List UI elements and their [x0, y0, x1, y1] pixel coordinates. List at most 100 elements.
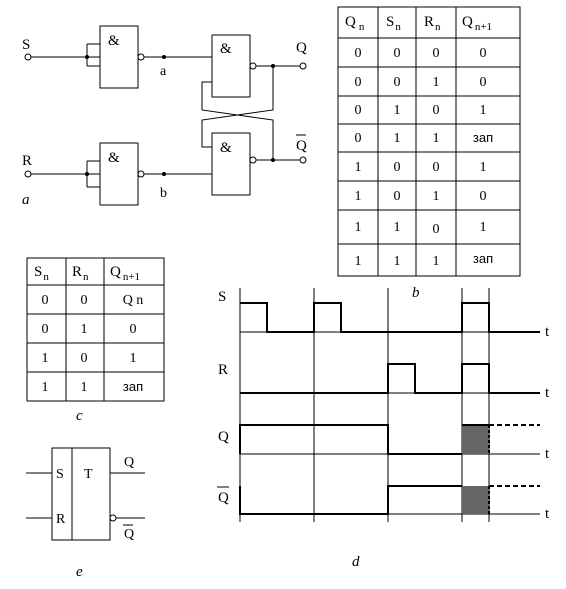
header-sn: Sn — [386, 14, 401, 33]
nand-gate-q — [211, 34, 251, 98]
table-cell: 0 — [394, 46, 401, 61]
table-cell: 0 — [394, 160, 401, 175]
gate-symbol: & — [220, 41, 232, 57]
table-cell: 1 — [394, 254, 401, 269]
time-axis-label: t — [545, 385, 550, 401]
waveform-s — [240, 302, 540, 333]
table-cell: 0 — [81, 351, 88, 366]
output-qbar-label: Q — [296, 138, 307, 154]
table-cell: 1 — [433, 189, 440, 204]
table-c-rows: 0 0 Q n 0 1 0 1 0 1 1 1 зап — [42, 293, 144, 395]
table-cell: 1 — [480, 103, 487, 118]
table-cell: 0 — [433, 222, 440, 237]
header-sn: Sn — [34, 264, 49, 283]
table-cell: 1 — [355, 189, 362, 204]
nand-gate-r — [99, 142, 139, 206]
table-cell: зап — [123, 379, 143, 394]
input-s-terminal — [24, 53, 32, 61]
rs-trigger-symbol: S R T Q Q e — [26, 447, 145, 580]
table-cell: Q n — [123, 293, 144, 308]
table-cell: 1 — [42, 380, 49, 395]
waveform-q — [239, 424, 462, 455]
table-cell: 0 — [42, 322, 49, 337]
table-cell: 1 — [394, 220, 401, 235]
symbol-r-label: R — [56, 512, 66, 527]
trigger-box — [51, 447, 111, 541]
table-cell: 0 — [355, 46, 362, 61]
table-cell: 0 — [480, 75, 487, 90]
feedback-qbar — [201, 81, 274, 160]
table-cell: 1 — [394, 131, 401, 146]
output-qbar-terminal — [299, 156, 307, 164]
output-q-terminal — [299, 62, 307, 70]
panel-e-label: e — [76, 564, 83, 580]
table-cell: 0 — [355, 75, 362, 90]
input-s-label: S — [22, 37, 30, 53]
input-r-terminal — [24, 170, 32, 178]
timing-diagram: S R Q Q t t t t d — [217, 288, 550, 570]
time-axis-label: t — [545, 506, 550, 522]
signal-label-s: S — [218, 289, 226, 305]
table-cell: 1 — [355, 160, 362, 175]
table-cell: 1 — [433, 131, 440, 146]
symbol-q-label: Q — [124, 455, 134, 470]
panel-a-label: a — [22, 192, 30, 208]
symbol-t-label: T — [84, 467, 93, 482]
nand-gate-qbar — [211, 132, 251, 196]
forbidden-state-q — [462, 425, 489, 454]
table-cell: 0 — [42, 293, 49, 308]
table-cell: 1 — [42, 351, 49, 366]
time-axis-label: t — [545, 324, 550, 340]
inverter-bubble — [137, 53, 145, 61]
rs-latch-circuit: S & a & Q R & b — [22, 25, 307, 208]
waveform-qbar — [239, 485, 462, 515]
table-cell: 1 — [355, 220, 362, 235]
panel-b-label: b — [412, 285, 420, 301]
table-cell: 0 — [130, 322, 137, 337]
header-rn: Rn — [72, 264, 89, 283]
table-cell: 0 — [433, 46, 440, 61]
symbol-qbar-label: Q — [124, 527, 134, 542]
feedback-q — [201, 66, 274, 148]
table-cell: 0 — [355, 103, 362, 118]
table-cell: 0 — [480, 46, 487, 61]
table-cell: 0 — [433, 160, 440, 175]
time-axis-label: t — [545, 446, 550, 462]
node-b-label: b — [160, 186, 167, 201]
gate-symbol: & — [108, 150, 120, 166]
symbol-s-label: S — [56, 467, 64, 482]
table-cell: 1 — [81, 322, 88, 337]
table-cell: 1 — [480, 160, 487, 175]
panel-d-label: d — [352, 554, 360, 570]
table-cell: 1 — [355, 254, 362, 269]
table-b-rows: 0 0 0 0 0 0 1 0 0 1 0 1 0 1 1 зап 1 0 0 … — [355, 46, 494, 269]
node-a-label: a — [160, 64, 167, 79]
table-cell: 0 — [394, 189, 401, 204]
signal-label-qbar: Q — [218, 490, 229, 506]
table-cell: 0 — [81, 293, 88, 308]
input-r-label: R — [22, 153, 32, 169]
table-cell: зап — [473, 251, 493, 266]
table-cell: 1 — [480, 220, 487, 235]
gate-symbol: & — [220, 140, 232, 156]
table-cell: зап — [473, 130, 493, 145]
forbidden-state-qbar — [462, 486, 489, 514]
signal-label-q: Q — [218, 429, 229, 445]
inverted-output-bubble — [109, 514, 117, 522]
gate-symbol: & — [108, 33, 120, 49]
table-cell: 1 — [81, 380, 88, 395]
signal-label-r: R — [218, 362, 228, 378]
table-cell: 1 — [394, 103, 401, 118]
table-cell: 0 — [433, 103, 440, 118]
panel-c-label: c — [76, 408, 83, 424]
waveform-r — [240, 363, 540, 394]
table-cell: 1 — [433, 254, 440, 269]
table-cell: 0 — [394, 75, 401, 90]
table-cell: 0 — [355, 131, 362, 146]
